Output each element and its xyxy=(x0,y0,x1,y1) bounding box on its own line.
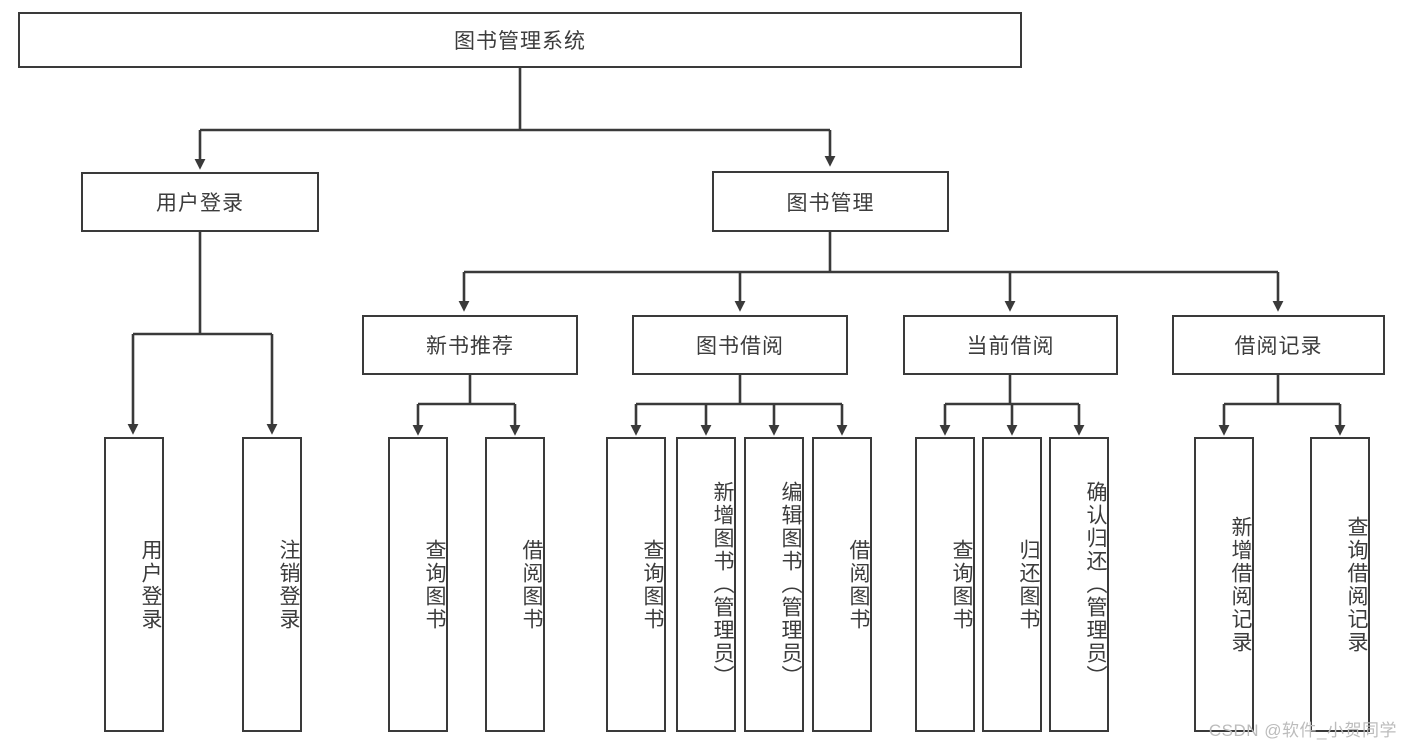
node-label: 编辑图书（管理员） xyxy=(779,481,802,688)
node-label: 确认归还（管理员） xyxy=(1084,481,1107,688)
node-label: 注销登录 xyxy=(277,538,300,631)
node-book-management[interactable]: 图书管理 xyxy=(712,171,949,232)
node-label: 用户登录 xyxy=(139,538,162,631)
node-current-borrow[interactable]: 当前借阅 xyxy=(903,315,1118,375)
node-label: 当前借阅 xyxy=(966,335,1055,358)
node-label: 图书管理 xyxy=(786,191,875,215)
node-label: 新增图书（管理员） xyxy=(711,481,734,688)
leaf-current-confirm-return-admin[interactable]: 确认归还（管理员） xyxy=(1049,437,1109,732)
leaf-new-book-query-book[interactable]: 查询图书 xyxy=(388,437,448,732)
node-book-borrow[interactable]: 图书借阅 xyxy=(632,315,848,375)
node-label: 新增借阅记录 xyxy=(1229,515,1252,654)
leaf-borrow-edit-book-admin[interactable]: 编辑图书（管理员） xyxy=(744,437,804,732)
leaf-borrow-query-book[interactable]: 查询图书 xyxy=(606,437,666,732)
node-label: 查询借阅记录 xyxy=(1345,515,1368,654)
node-label: 用户登录 xyxy=(156,192,244,215)
node-label: 图书管理系统 xyxy=(454,30,586,53)
node-label: 新书推荐 xyxy=(426,335,514,358)
node-label: 查询图书 xyxy=(641,538,664,631)
node-label: 借阅图书 xyxy=(847,538,870,631)
node-label: 归还图书 xyxy=(1017,538,1040,631)
node-label: 查询图书 xyxy=(950,538,973,631)
node-borrow-record[interactable]: 借阅记录 xyxy=(1172,315,1385,375)
watermark: CSDN @软件_小贺同学 xyxy=(1208,721,1397,740)
leaf-record-query-record[interactable]: 查询借阅记录 xyxy=(1310,437,1370,732)
leaf-new-book-borrow-book[interactable]: 借阅图书 xyxy=(485,437,545,732)
leaf-user-login-login[interactable]: 用户登录 xyxy=(104,437,164,732)
leaf-record-add-record[interactable]: 新增借阅记录 xyxy=(1194,437,1254,732)
node-label: 查询图书 xyxy=(423,538,446,631)
leaf-borrow-add-book-admin[interactable]: 新增图书（管理员） xyxy=(676,437,736,732)
leaf-borrow-borrow-book[interactable]: 借阅图书 xyxy=(812,437,872,732)
node-label: 借阅图书 xyxy=(520,538,543,631)
node-new-book-recommend[interactable]: 新书推荐 xyxy=(362,315,578,375)
node-label: 借阅记录 xyxy=(1234,335,1323,358)
leaf-user-login-logout[interactable]: 注销登录 xyxy=(242,437,302,732)
node-label: 图书借阅 xyxy=(696,335,784,358)
leaf-current-return-book[interactable]: 归还图书 xyxy=(982,437,1042,732)
node-user-login[interactable]: 用户登录 xyxy=(81,172,319,232)
node-root-book-management-system[interactable]: 图书管理系统 xyxy=(18,12,1022,68)
leaf-current-query-book[interactable]: 查询图书 xyxy=(915,437,975,732)
